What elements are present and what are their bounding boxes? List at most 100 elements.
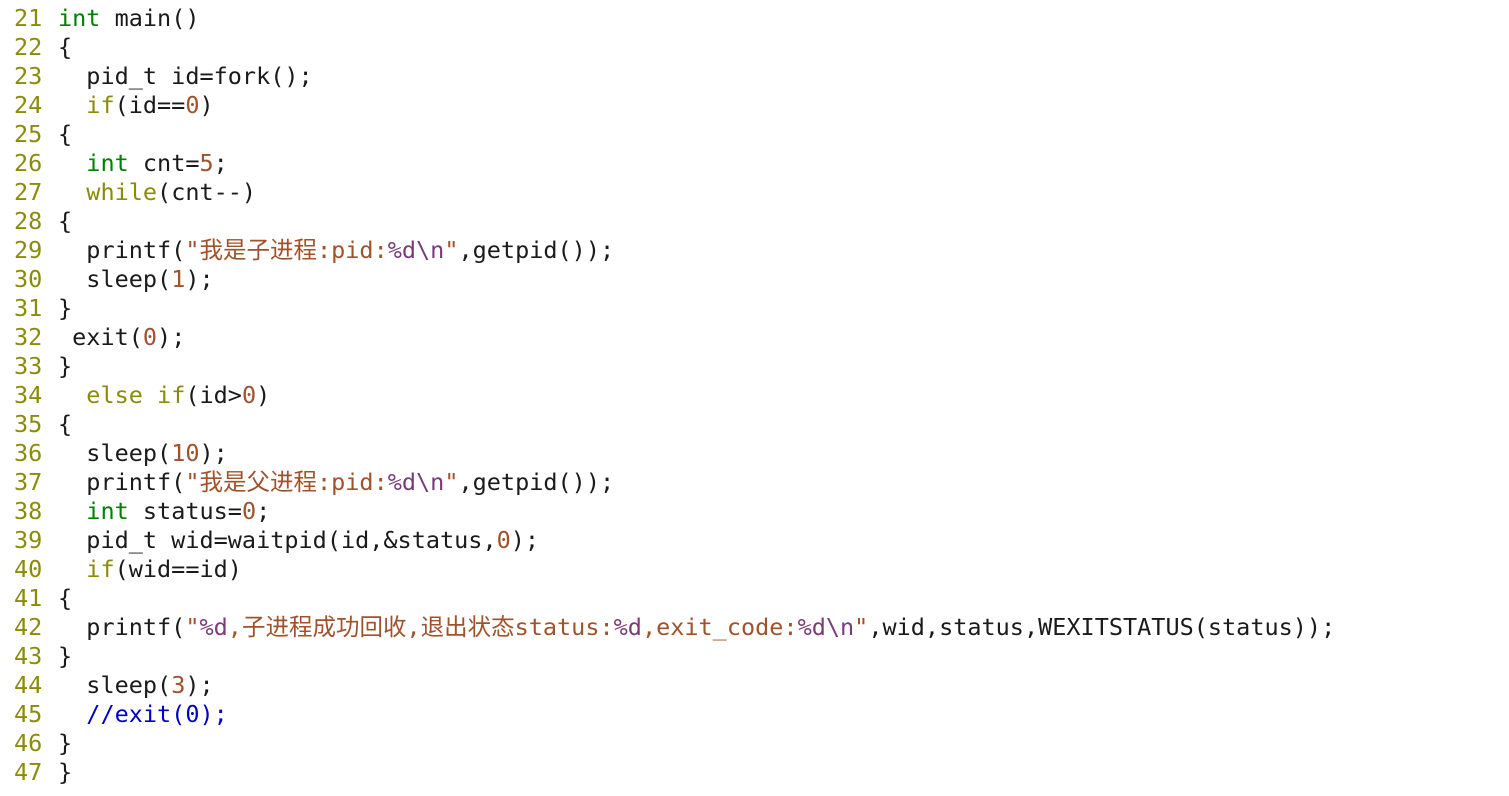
code-line[interactable]: 40 if(wid==id) xyxy=(0,555,1509,584)
code-token-plain: sleep( xyxy=(58,439,172,467)
line-number: 33 xyxy=(14,352,43,380)
code-token-num: 10 xyxy=(171,439,200,467)
code-text[interactable]: printf("我是父进程:pid:%d\n",getpid()); xyxy=(58,468,614,497)
code-line[interactable]: 46} xyxy=(0,729,1509,758)
code-text[interactable]: int status=0; xyxy=(58,497,270,526)
code-line[interactable]: 33} xyxy=(0,352,1509,381)
code-line[interactable]: 42 printf("%d,子进程成功回收,退出状态status:%d,exit… xyxy=(0,613,1509,642)
code-text[interactable]: if(id==0) xyxy=(58,91,213,120)
code-token-plain: ); xyxy=(199,439,228,467)
code-text[interactable]: } xyxy=(58,642,72,671)
code-text[interactable]: int main() xyxy=(58,4,200,33)
code-line[interactable]: 45 //exit(0); xyxy=(0,700,1509,729)
code-token-fmt: %d\n xyxy=(797,613,855,641)
code-text[interactable]: } xyxy=(58,352,72,381)
code-token-fmt: %d\n xyxy=(387,236,445,264)
code-token-comment: //exit(0); xyxy=(86,700,228,728)
code-line[interactable]: 24 if(id==0) xyxy=(0,91,1509,120)
code-line[interactable]: 26 int cnt=5; xyxy=(0,149,1509,178)
code-token-plain: } xyxy=(58,294,73,322)
code-text[interactable]: int cnt=5; xyxy=(58,149,228,178)
code-token-plain xyxy=(58,497,86,525)
code-text[interactable]: sleep(10); xyxy=(58,439,228,468)
line-number: 26 xyxy=(14,149,43,177)
code-text[interactable]: else if(id>0) xyxy=(58,381,270,410)
code-text[interactable]: printf("%d,子进程成功回收,退出状态status:%d,exit_co… xyxy=(58,613,1335,642)
code-text[interactable]: } xyxy=(58,294,72,323)
code-token-plain: (id== xyxy=(114,91,186,119)
code-line[interactable]: 41 { xyxy=(0,584,1509,613)
code-line[interactable]: 44 sleep(3); xyxy=(0,671,1509,700)
code-line[interactable]: 21 int main() xyxy=(0,4,1509,33)
code-text[interactable]: while(cnt--) xyxy=(58,178,256,207)
line-number: 46 xyxy=(14,729,43,757)
code-token-plain xyxy=(58,149,86,177)
code-token-plain: printf( xyxy=(58,613,186,641)
code-token-plain: { xyxy=(58,584,73,612)
code-line[interactable]: 39 pid_t wid=waitpid(id,&status,0); xyxy=(0,526,1509,555)
code-token-num: 0 xyxy=(241,381,257,409)
code-text[interactable]: { xyxy=(58,207,72,236)
code-text[interactable]: exit(0); xyxy=(58,323,185,352)
code-token-plain: (wid==id) xyxy=(114,555,242,583)
code-token-plain: main() xyxy=(100,4,200,32)
line-number: 25 xyxy=(14,120,43,148)
code-token-type: int xyxy=(58,4,101,32)
code-token-plain xyxy=(58,178,86,206)
code-token-str: " xyxy=(444,236,459,264)
code-token-plain: pid_t id=fork(); xyxy=(58,62,313,90)
line-number: 30 xyxy=(14,265,43,293)
code-text[interactable]: pid_t id=fork(); xyxy=(58,62,313,91)
code-line[interactable]: 47} xyxy=(0,758,1509,787)
code-text[interactable]: sleep(3); xyxy=(58,671,213,700)
line-number: 35 xyxy=(14,410,43,438)
line-number: 34 xyxy=(14,381,43,409)
code-line[interactable]: 32 exit(0); xyxy=(0,323,1509,352)
code-text[interactable]: if(wid==id) xyxy=(58,555,242,584)
line-number: 41 xyxy=(14,584,43,612)
code-text[interactable]: pid_t wid=waitpid(id,&status,0); xyxy=(58,526,539,555)
code-line[interactable]: 38 int status=0; xyxy=(0,497,1509,526)
code-line[interactable]: 22 { xyxy=(0,33,1509,62)
code-line[interactable]: 27 while(cnt--) xyxy=(0,178,1509,207)
code-line[interactable]: 28{ xyxy=(0,207,1509,236)
line-number: 21 xyxy=(14,4,43,32)
code-token-str: "我是父进程:pid: xyxy=(185,468,388,496)
line-number: 36 xyxy=(14,439,43,467)
code-token-fmt: %d xyxy=(199,613,228,641)
code-line[interactable]: 23 pid_t id=fork(); xyxy=(0,62,1509,91)
code-text[interactable]: { xyxy=(58,33,72,62)
code-line[interactable]: 34 else if(id>0) xyxy=(0,381,1509,410)
line-number: 37 xyxy=(14,468,43,496)
code-text[interactable]: { xyxy=(58,410,72,439)
code-editor[interactable]: 21 int main() 22 {23 pid_t id=fork();24 if(… xyxy=(0,4,1509,787)
code-line[interactable]: 43} xyxy=(0,642,1509,671)
code-text[interactable]: //exit(0); xyxy=(58,700,228,729)
line-number: 22 xyxy=(14,33,43,61)
code-token-plain: ,getpid()); xyxy=(458,468,615,496)
line-number: 38 xyxy=(14,497,43,525)
code-line[interactable]: 25 { xyxy=(0,120,1509,149)
code-token-plain xyxy=(58,381,86,409)
code-token-plain: printf( xyxy=(58,236,186,264)
code-line[interactable]: 30 sleep(1); xyxy=(0,265,1509,294)
code-token-kw: if xyxy=(86,91,115,119)
code-token-plain: } xyxy=(58,642,73,670)
code-text[interactable]: printf("我是子进程:pid:%d\n",getpid()); xyxy=(58,236,614,265)
code-line[interactable]: 36 sleep(10); xyxy=(0,439,1509,468)
code-token-plain: printf( xyxy=(58,468,186,496)
line-number: 31 xyxy=(14,294,43,322)
code-line[interactable]: 29 printf("我是子进程:pid:%d\n",getpid()); xyxy=(0,236,1509,265)
code-text[interactable]: } xyxy=(58,758,72,787)
code-token-plain: status= xyxy=(128,497,242,525)
code-text[interactable]: } xyxy=(58,729,72,758)
line-number: 32 xyxy=(14,323,43,351)
code-text[interactable]: { xyxy=(58,584,72,613)
code-text[interactable]: sleep(1); xyxy=(58,265,213,294)
code-text[interactable]: { xyxy=(58,120,72,149)
code-line[interactable]: 31} xyxy=(0,294,1509,323)
code-token-plain xyxy=(58,555,86,583)
code-token-plain xyxy=(58,91,86,119)
code-line[interactable]: 35 { xyxy=(0,410,1509,439)
code-line[interactable]: 37 printf("我是父进程:pid:%d\n",getpid()); xyxy=(0,468,1509,497)
